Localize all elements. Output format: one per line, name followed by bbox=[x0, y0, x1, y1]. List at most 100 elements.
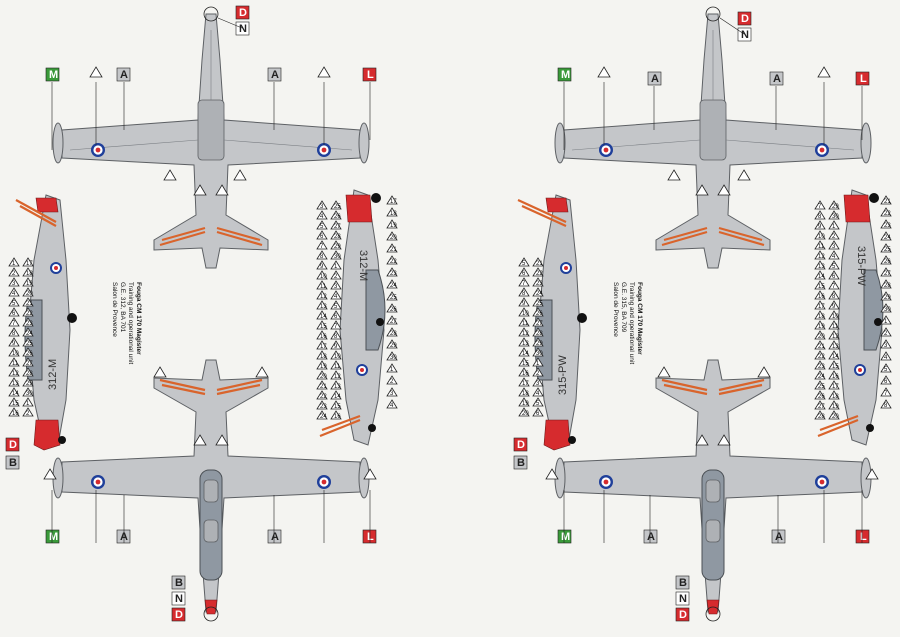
key-box-b-side-r bbox=[513, 455, 528, 470]
stencil-triangle bbox=[828, 360, 840, 370]
stencil-triangle bbox=[828, 390, 840, 400]
stencil-number: 26 bbox=[884, 259, 891, 265]
stencil-triangle bbox=[316, 230, 328, 240]
stencil-triangle bbox=[880, 207, 892, 217]
left-caption-line1: Training and operational unit bbox=[127, 282, 134, 364]
stencil-triangle bbox=[386, 231, 398, 241]
stencil-number: 27 bbox=[884, 271, 891, 277]
stencil-number: 25 bbox=[26, 341, 33, 347]
stencil-number: 22 bbox=[390, 259, 397, 265]
key-label-n-low: N bbox=[175, 593, 183, 605]
stencil-number: 1 bbox=[12, 261, 16, 267]
stencil-number: 6 bbox=[522, 271, 526, 277]
stencil-triangle bbox=[532, 327, 544, 337]
stencil-triangle bbox=[386, 255, 398, 265]
stencil-triangle bbox=[163, 169, 177, 181]
stencil-number: 10 bbox=[818, 234, 825, 240]
stencil-triangle bbox=[518, 387, 530, 397]
stencil-number: 17 bbox=[522, 381, 529, 387]
stencil-triangle bbox=[828, 280, 840, 290]
stencil-number: 24 bbox=[818, 374, 825, 380]
stencil-number: 22 bbox=[536, 271, 543, 277]
stencil-triangle bbox=[814, 350, 826, 360]
stencil-number: 18 bbox=[26, 271, 33, 277]
stencil-number: 17 bbox=[320, 344, 327, 350]
stencil-number: 20 bbox=[390, 235, 397, 241]
stencil-triangle bbox=[532, 337, 544, 347]
stencil-triangle bbox=[880, 255, 892, 265]
right-side-view-port: 315-PW bbox=[517, 194, 587, 451]
stencil-number: 14 bbox=[320, 314, 327, 320]
stencil-number: 13 bbox=[320, 304, 327, 310]
stencil-number: 1 bbox=[334, 264, 338, 270]
stencil-number: 1 bbox=[884, 319, 888, 325]
stencil-number: 6 bbox=[320, 234, 324, 240]
stencil-triangle bbox=[316, 270, 328, 280]
stencil-triangle bbox=[22, 357, 34, 367]
stencil-triangle bbox=[316, 220, 328, 230]
stencil-triangle bbox=[316, 260, 328, 270]
stencil-triangle bbox=[518, 267, 530, 277]
stencil-triangle bbox=[386, 315, 398, 325]
stencil-triangle bbox=[757, 366, 771, 378]
stencil-triangle bbox=[386, 291, 398, 301]
stencil-number: 22 bbox=[818, 354, 825, 360]
stencil-triangle bbox=[215, 184, 229, 196]
stencil-triangle bbox=[316, 300, 328, 310]
key-label-d-top: D bbox=[239, 7, 247, 19]
stencil-triangle bbox=[43, 468, 57, 480]
stencil-triangle bbox=[386, 351, 398, 361]
stencil-number: 23 bbox=[536, 281, 543, 287]
stencil-triangle bbox=[518, 317, 530, 327]
stencil-number: 1 bbox=[832, 224, 836, 230]
right-sheet: 315-PW 315-PW Fouga CM 170 Magister Trai… bbox=[513, 6, 884, 622]
stencil-triangle bbox=[8, 337, 20, 347]
stencil-number: 8 bbox=[334, 334, 338, 340]
stencil-number: 23 bbox=[320, 404, 327, 410]
stencil-number: 1 bbox=[390, 367, 394, 373]
stencil-number: 9 bbox=[12, 341, 16, 347]
stencil-triangle bbox=[828, 270, 840, 280]
stencil-triangle bbox=[880, 219, 892, 229]
stencil-triangle bbox=[233, 169, 247, 181]
stencil-triangle bbox=[532, 347, 544, 357]
stencil-number: 17 bbox=[832, 384, 839, 390]
stencil-triangle bbox=[880, 327, 892, 337]
stencil-triangle bbox=[828, 250, 840, 260]
key-label-b-low: B bbox=[175, 577, 183, 589]
left-top-view-upper bbox=[52, 6, 370, 269]
stencil-number: 19 bbox=[26, 281, 33, 287]
stencil-triangle bbox=[814, 390, 826, 400]
stencil-triangle bbox=[386, 399, 398, 409]
stencil-number: 27 bbox=[390, 319, 397, 325]
stencil-number: 15 bbox=[334, 404, 341, 410]
stencil-number: 20 bbox=[320, 374, 327, 380]
stencil-number: 24 bbox=[320, 414, 327, 420]
stencil-number: 7 bbox=[12, 321, 16, 327]
key-label-m: M bbox=[49, 69, 58, 81]
stencil-number: 5 bbox=[334, 304, 338, 310]
key-box-l-low-r bbox=[855, 529, 870, 544]
stencil-number: 14 bbox=[832, 354, 839, 360]
stencil-number: 22 bbox=[26, 311, 33, 317]
stencil-number: 12 bbox=[320, 294, 327, 300]
key-label-d-top-r: D bbox=[741, 13, 749, 25]
key-box-n-top bbox=[235, 21, 250, 36]
stencil-number: 12 bbox=[832, 334, 839, 340]
stencil-number: 17 bbox=[26, 261, 33, 267]
stencil-triangle bbox=[880, 231, 892, 241]
stencil-triangle bbox=[8, 387, 20, 397]
stencil-triangle bbox=[153, 366, 167, 378]
key-box-b-side bbox=[5, 455, 20, 470]
stencil-triangle bbox=[8, 357, 20, 367]
stencil-triangle bbox=[814, 250, 826, 260]
stencil-number: 4 bbox=[12, 291, 16, 297]
stencil-triangle bbox=[330, 320, 342, 330]
key-label-n-low-r: N bbox=[679, 593, 687, 605]
stencil-number: 26 bbox=[26, 351, 33, 357]
stencil-number: 16 bbox=[818, 294, 825, 300]
stencil-number: 9 bbox=[818, 224, 822, 230]
stencil-triangle bbox=[814, 220, 826, 230]
stencil-triangle bbox=[667, 169, 681, 181]
stencil-number: 6 bbox=[12, 311, 16, 317]
